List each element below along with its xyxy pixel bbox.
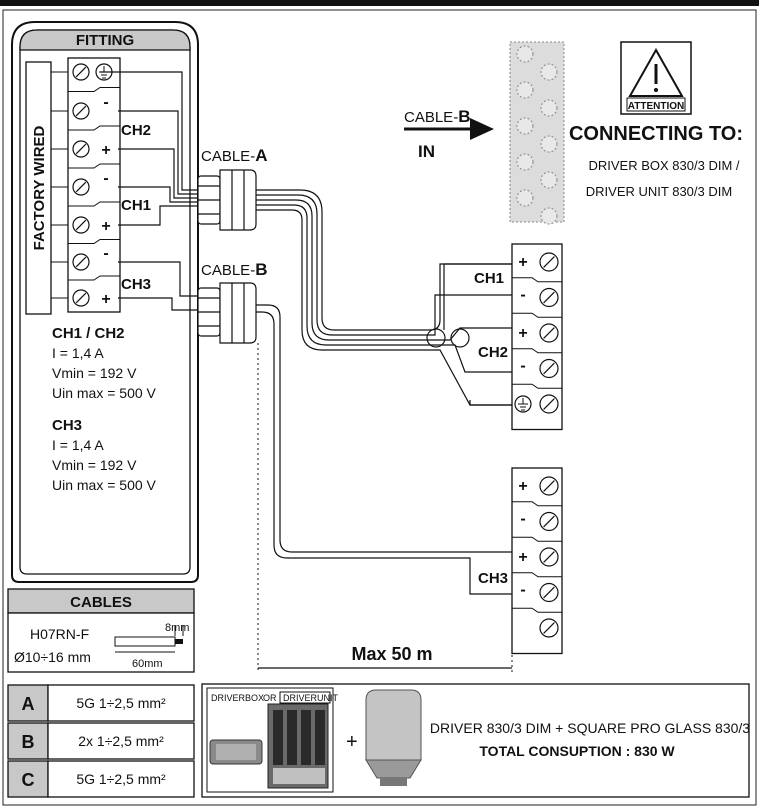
svg-text:CABLE-B: CABLE-B <box>404 107 470 126</box>
driver-info-box: DRIVERBOX OR DRIVERUNIT + DRIVER 830/3 D… <box>201 683 750 798</box>
cables-title: CABLES <box>70 594 132 611</box>
ch2-label: CH2 <box>121 122 151 139</box>
cable-row <box>7 722 49 760</box>
total-consumption: TOTAL CONSUPTION : 830 W <box>479 743 675 759</box>
warning-icon <box>628 47 684 97</box>
screw-icon <box>540 63 558 81</box>
left-terminal-block: - + - + - + <box>67 57 121 313</box>
plus-terminal: + <box>518 549 527 566</box>
svg-text:IN: IN <box>418 142 435 161</box>
rb2-ch3-label: CH3 <box>478 570 508 587</box>
screw-icon <box>516 45 534 63</box>
spec-title: CH3 <box>52 417 82 434</box>
screw-icon <box>540 99 558 117</box>
attention-warning: ATTENTION CONNECTING TO: DRIVER BOX 830/… <box>569 41 743 199</box>
screw-icon <box>516 189 534 207</box>
driverbox-label: DRIVERBOX <box>211 693 264 703</box>
minus-terminal: - <box>520 358 525 375</box>
cable-row <box>7 684 49 722</box>
attention-badge: ATTENTION <box>628 101 684 112</box>
cable-row-spec: 2x 1÷2,5 mm² <box>78 733 164 749</box>
right-terminal-block-2: + - + - <box>511 467 563 655</box>
factory-wired-strip: FACTORY WIRED <box>25 61 70 315</box>
cable-gland-b <box>197 282 257 344</box>
spec-title: CH1 / CH2 <box>52 325 125 342</box>
cable-row-spec: 5G 1÷2,5 mm² <box>76 771 166 787</box>
cable-row-spec: 5G 1÷2,5 mm² <box>76 695 166 711</box>
outer-frame <box>2 9 757 806</box>
spec-vmin: Vmin = 192 V <box>52 457 137 473</box>
minus-terminal: - <box>103 94 108 111</box>
screw-icon <box>540 135 558 153</box>
screw-icon <box>516 117 534 135</box>
cable-row-letter: C <box>22 770 35 790</box>
factory-wired-label: FACTORY WIRED <box>31 125 48 250</box>
right-terminal-block-1: + - + - <box>511 243 563 431</box>
specs-ch3: CH3 I = 1,4 A Vmin = 192 V Uin max = 500… <box>52 417 157 493</box>
minus-terminal: - <box>103 245 108 262</box>
spec-uin: Uin max = 500 V <box>52 385 157 401</box>
cable-gland-a <box>197 169 257 231</box>
screw-icon <box>516 81 534 99</box>
rb1-ch1-label: CH1 <box>474 270 504 287</box>
minus-terminal: - <box>520 582 525 599</box>
screw-icon <box>540 207 558 225</box>
minus-terminal: - <box>103 170 108 187</box>
connecting-line2: DRIVER UNIT 830/3 DIM <box>586 184 732 199</box>
cable-diameter: Ø10÷16 mm <box>14 649 91 665</box>
right-block-ties <box>443 263 512 406</box>
cable-row-letter: A <box>22 694 35 714</box>
distance-guides <box>257 343 513 672</box>
strip-long: 60mm <box>132 658 163 670</box>
cable-b-in: CABLE-B IN <box>404 107 494 161</box>
plus-terminal: + <box>101 291 110 308</box>
plus-terminal: + <box>518 254 527 271</box>
screw-icon <box>540 171 558 189</box>
cable-type: H07RN-F <box>30 626 89 642</box>
rb1-ch2-label: CH2 <box>478 344 508 361</box>
driver-terminal-block <box>509 41 565 225</box>
specs-ch1-ch2: CH1 / CH2 I = 1,4 A Vmin = 192 V Uin max… <box>52 325 157 401</box>
plus-sign: + <box>346 731 358 753</box>
minus-terminal: - <box>520 511 525 528</box>
connecting-title: CONNECTING TO: <box>569 123 743 145</box>
internal-wires <box>100 71 200 311</box>
strip-short: 8mm <box>165 622 189 634</box>
ch3-label: CH3 <box>121 276 151 293</box>
cable-b-label: CABLE-B <box>201 260 267 279</box>
arrow-right-icon <box>470 118 494 140</box>
cable-b-wires <box>256 304 512 595</box>
connecting-line1: DRIVER BOX 830/3 DIM / <box>589 158 740 173</box>
plus-terminal: + <box>101 142 110 159</box>
driver-line1: DRIVER 830/3 DIM + SQUARE PRO GLASS 830/… <box>430 720 750 736</box>
minus-terminal: - <box>520 287 525 304</box>
max-distance: Max 50 m <box>351 644 432 664</box>
spec-vmin: Vmin = 192 V <box>52 365 137 381</box>
top-bar <box>0 0 759 6</box>
cable-row-letter: B <box>22 732 35 752</box>
cable-a-wires <box>256 189 512 406</box>
spec-current: I = 1,4 A <box>52 437 104 453</box>
plus-terminal: + <box>518 325 527 342</box>
fitting-title: FITTING <box>76 32 134 49</box>
plus-terminal: + <box>101 218 110 235</box>
cables-table: CABLES H07RN-F Ø10÷16 mm 8mm 60mm A 5G 1÷… <box>7 588 195 798</box>
fixture-picture <box>365 689 422 761</box>
or-label: OR <box>263 693 277 703</box>
ch1-label: CH1 <box>121 197 151 214</box>
cable-a-label: CABLE-A <box>201 146 267 165</box>
spec-current: I = 1,4 A <box>52 345 104 361</box>
plus-terminal: + <box>518 478 527 495</box>
screw-icon <box>516 153 534 171</box>
spec-uin: Uin max = 500 V <box>52 477 157 493</box>
driverunit-label: DRIVERUNIT <box>283 693 339 703</box>
